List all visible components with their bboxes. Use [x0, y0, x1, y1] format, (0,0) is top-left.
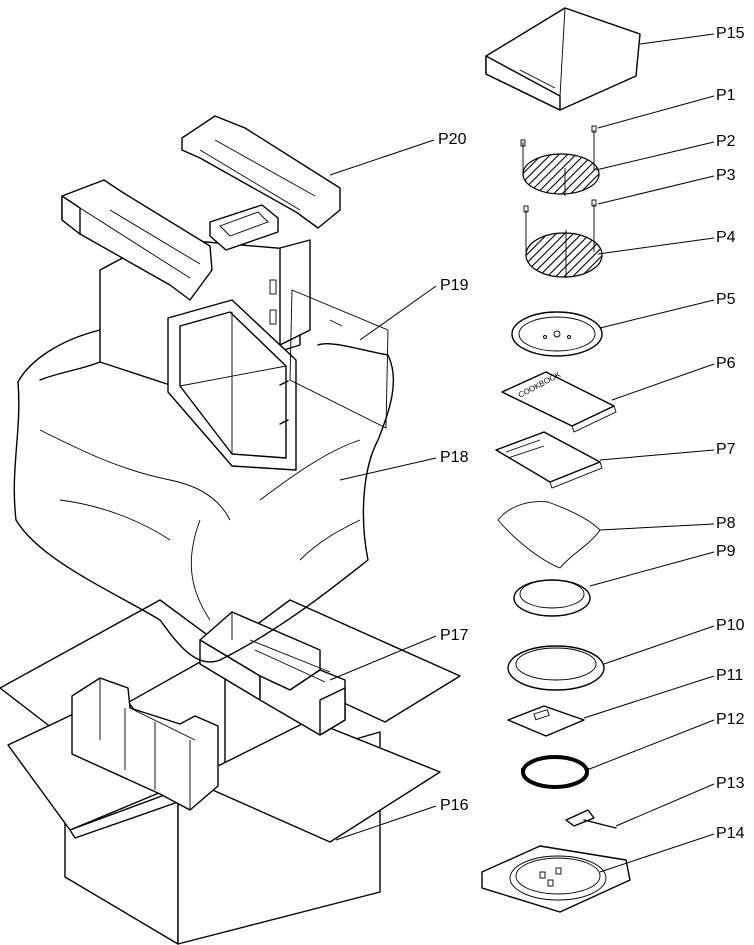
label-p9: P9	[716, 543, 736, 560]
base-tray	[481, 845, 631, 913]
label-p5: P5	[716, 291, 736, 308]
service-card	[507, 705, 585, 737]
label-p12: P12	[716, 711, 745, 728]
label-p2: P2	[716, 133, 736, 150]
roller-ring	[513, 579, 591, 617]
label-p3: P3	[716, 167, 736, 184]
bottom-tray-part	[485, 7, 641, 111]
turntable-plate	[511, 311, 603, 357]
instruction-manual	[495, 431, 603, 489]
label-p4: P4	[716, 229, 736, 246]
label-p18: P18	[440, 449, 469, 466]
label-p11: P11	[716, 667, 743, 684]
label-p7: P7	[716, 441, 736, 458]
wire-rack-top	[520, 125, 600, 196]
label-p20: P20	[438, 131, 467, 148]
label-p1: P1	[716, 87, 736, 104]
label-p14: P14	[716, 825, 745, 842]
leader-lines	[329, 33, 715, 873]
foam-cushion-front	[71, 677, 219, 811]
plastic-bag	[13, 329, 395, 663]
label-p15: P15	[716, 25, 745, 42]
top-foam-left	[61, 179, 213, 301]
wire-rack-bottom	[523, 199, 603, 278]
turntable-spindle	[565, 809, 617, 829]
label-p19: P19	[440, 277, 469, 294]
label-p6: P6	[716, 355, 736, 372]
label-p10: P10	[716, 617, 745, 634]
glass-tray	[507, 645, 605, 691]
foam-cushion-rear	[199, 611, 346, 736]
small-bag	[497, 501, 601, 569]
label-p8: P8	[716, 515, 736, 532]
label-p17: P17	[440, 627, 469, 644]
cookbook: COOKBOOK	[501, 370, 617, 433]
protective-sheet	[289, 289, 389, 429]
label-p16: P16	[440, 797, 469, 814]
label-p13: P13	[716, 775, 745, 792]
top-foam-right	[181, 115, 341, 251]
roller-guide-ring	[521, 755, 589, 789]
